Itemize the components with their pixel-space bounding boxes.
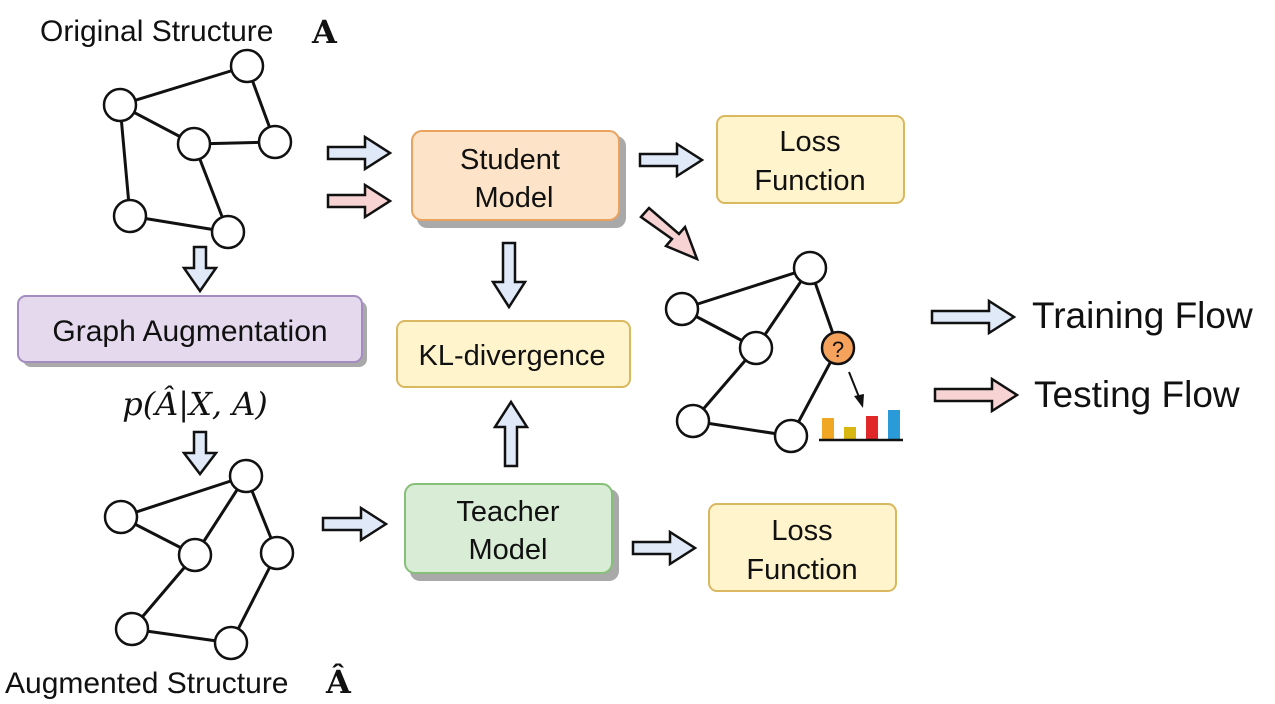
- augmented-structure-symbol: Â: [325, 663, 352, 701]
- training-arrow-student-to-kl: [490, 241, 528, 310]
- graph-augmentation-label: Graph Augmentation: [52, 315, 327, 348]
- unknown-node-marker: ?: [832, 337, 844, 362]
- graph-node: [675, 403, 711, 439]
- graph-node: [176, 126, 212, 162]
- training-arrow-to-teacher: [321, 505, 389, 543]
- graph-node: [213, 625, 249, 661]
- prob-bar: [888, 410, 900, 439]
- legend-training-arrow: [930, 298, 1017, 336]
- augmentation-formula: p(Â|X, A): [122, 385, 268, 423]
- graph-augmentation-box: [17, 295, 363, 363]
- training-arrow-to-student: [326, 134, 393, 172]
- training-arrow-to-loss-top: [638, 141, 705, 179]
- graph-node: [103, 499, 139, 535]
- legend-testing-arrow: [933, 376, 1020, 414]
- prediction-pointer: [848, 371, 864, 408]
- prob-bar: [822, 418, 834, 439]
- legend-testing-flow-label: Testing Flow: [1034, 374, 1240, 415]
- original-structure-label: Original Structure: [40, 15, 273, 48]
- original-structure-symbol: A: [311, 13, 338, 51]
- kl-divergence-box: [396, 320, 631, 388]
- loss-function-bottom-line2: Function: [746, 554, 857, 586]
- training-arrow-to-loss-bottom: [631, 529, 698, 567]
- graph-node: [229, 48, 265, 84]
- unknown-node: [820, 330, 856, 366]
- student-model-box: [411, 130, 620, 221]
- graph-node: [259, 535, 295, 571]
- graph-node: [102, 87, 138, 123]
- loss-function-top-box: [716, 115, 905, 204]
- graph-node: [177, 537, 213, 573]
- augmented-structure-label: Augmented Structure: [5, 667, 289, 700]
- loss-function-bottom-box: [708, 503, 897, 592]
- teacher-model-label-line1: Teacher: [456, 496, 560, 528]
- kl-divergence-label: KL-divergence: [419, 340, 606, 372]
- graph-node: [792, 250, 828, 286]
- training-arrow-to-augmented-graph: [181, 430, 219, 477]
- graph-node: [257, 124, 293, 160]
- loss-function-top-line1: Loss: [779, 126, 840, 158]
- testing-arrow-to-prediction: [639, 206, 700, 262]
- graph-node: [738, 330, 774, 366]
- teacher-model-box: [404, 483, 613, 574]
- graph-node: [664, 291, 700, 327]
- prob-bar: [844, 427, 856, 439]
- training-arrow-to-augmentation: [181, 245, 219, 294]
- graph-node: [773, 418, 809, 454]
- loss-function-top-line2: Function: [754, 165, 865, 197]
- loss-function-bottom-line1: Loss: [771, 515, 832, 547]
- class-probability-bars-icon: [819, 410, 903, 442]
- training-arrow-teacher-to-kl: [492, 399, 530, 468]
- graph-node: [114, 611, 150, 647]
- legend-training-flow-label: Training Flow: [1032, 295, 1253, 336]
- graph-node: [210, 214, 246, 250]
- student-model-label-line1: Student: [460, 144, 560, 176]
- graph-node: [228, 458, 264, 494]
- testing-arrow-to-student: [326, 182, 393, 220]
- student-model-label-line2: Model: [475, 182, 554, 214]
- teacher-model-label-line2: Model: [469, 534, 548, 566]
- prob-bar: [866, 416, 878, 439]
- graph-node: [112, 198, 148, 234]
